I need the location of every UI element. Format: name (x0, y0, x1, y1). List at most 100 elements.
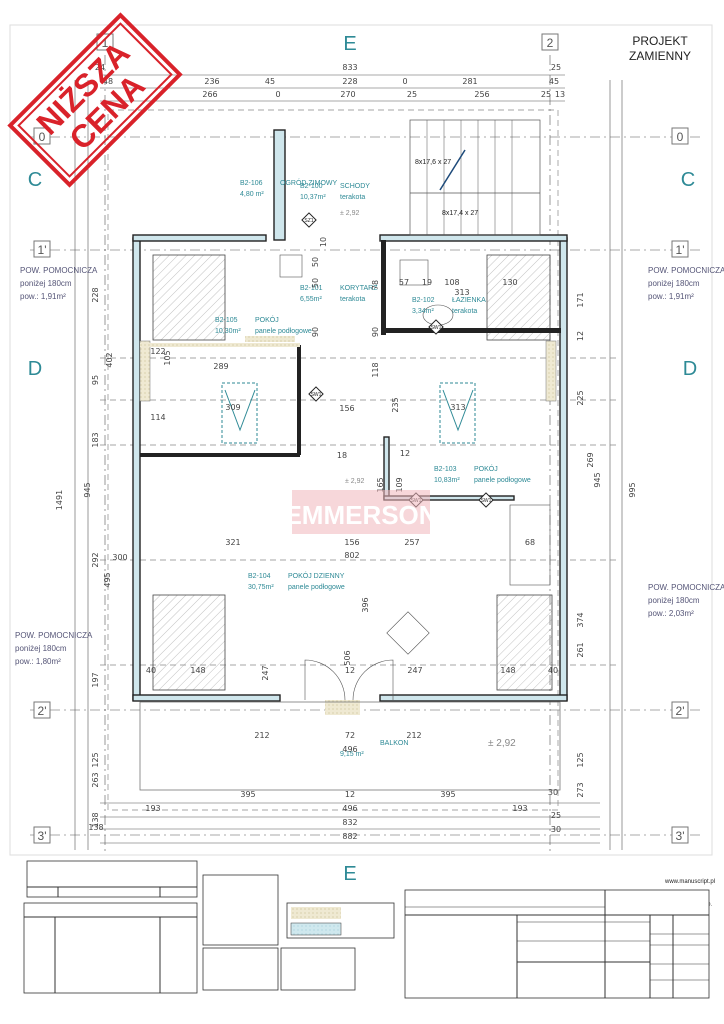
room-name: POKÓJ DZIENNY (288, 571, 345, 580)
dimension-label: 496 (342, 745, 357, 754)
axis-marker-label: 2' (38, 704, 47, 718)
dimension-label: 193 (145, 804, 160, 813)
room-finish: panele podłogowe (255, 328, 312, 335)
dimension-label: 261 (576, 642, 585, 657)
dimension-label: 156 (344, 538, 359, 547)
project-type-label: PROJEKT (632, 34, 688, 48)
dimension-label: 78 (371, 280, 380, 290)
room-area: 10,30m² (215, 328, 241, 335)
wall-type-tag (478, 492, 494, 508)
room-finish: terakota (340, 194, 365, 201)
room-name: BALKON (380, 740, 408, 747)
section-marker: E (343, 33, 356, 55)
dimension-label: 802 (344, 551, 359, 560)
wall-type-tag (301, 212, 317, 228)
dimension-label: 10 (319, 237, 328, 247)
room-id: B2-100 (300, 183, 323, 190)
dimension-label: 228 (91, 287, 100, 302)
room-name: POKÓJ (474, 464, 498, 473)
sw1-spec-box (202, 947, 279, 991)
dimension-label: 506 (343, 650, 352, 665)
dimension-label: 495 (103, 572, 112, 587)
stairs (409, 119, 541, 236)
room-id: B2-101 (300, 285, 323, 292)
dimension-label: 402 (105, 352, 114, 367)
dimension-label: 1491 (55, 490, 64, 510)
aux-area-label: pow.: 1,80m² (15, 657, 61, 666)
wall-type-tag-label: SW1 (311, 392, 322, 398)
dimension-label: 313 (450, 403, 465, 412)
dimension-label: 281 (462, 77, 477, 86)
axis-marker-label: 2' (676, 704, 685, 718)
dimension-label: 256 (474, 90, 489, 99)
dimension-label: 118 (371, 362, 380, 377)
addition-swatch (290, 922, 342, 936)
axis-marker-label: 1' (676, 243, 685, 257)
dimension-label: 24 (95, 63, 105, 72)
dimension-label: 270 (340, 90, 355, 99)
dimension-label: 197 (91, 672, 100, 687)
dimension-label: 496 (342, 804, 357, 813)
dimension-label: 125 (91, 752, 100, 767)
dimension-label: 292 (91, 552, 100, 567)
walls (132, 129, 568, 715)
aux-area-label: poniżej 180cm (15, 644, 67, 653)
wall-type-tag (428, 319, 444, 335)
axis-marker-label: 3' (676, 829, 685, 843)
aux-area-label: POW. POMOCNICZA (15, 631, 93, 640)
dimension-label: 138 (88, 823, 103, 832)
dimension-label: 235 (391, 397, 400, 412)
dimension-label: 18 (337, 451, 347, 460)
room-id: B2-104 (248, 573, 271, 580)
dimension-label: 25 (541, 90, 551, 99)
wall-type-tag-label: SZ1 (304, 218, 313, 224)
dimension-label: 12 (345, 666, 355, 675)
dimension-label: 236 (204, 77, 219, 86)
dimension-label: 193 (512, 804, 527, 813)
dimension-label: 247 (261, 665, 270, 680)
dimension-label: 212 (406, 731, 421, 740)
aux-area-label: poniżej 180cm (648, 279, 700, 288)
room-finish: panele podłogowe (288, 584, 345, 591)
room-area: 10,83m² (434, 477, 460, 484)
wall-type-tag-label: SW1 (431, 325, 442, 331)
dimension-label: 995 (628, 482, 637, 497)
room-area: 30,75m² (248, 584, 274, 591)
dimension-label: 138 (91, 812, 100, 827)
axis-marker-label: 2 (547, 36, 554, 50)
auxiliary-areas (152, 254, 553, 691)
aux-area-label: poniżej 180cm (648, 596, 700, 605)
dimension-label: 165 (376, 477, 385, 492)
section-marker: D (28, 358, 42, 380)
sw2-spec-box (280, 947, 356, 991)
room-name: POKÓJ (255, 315, 279, 324)
dimension-label: 125 (576, 752, 585, 767)
dimension-label: 247 (407, 666, 422, 675)
grid-lines (30, 55, 700, 855)
dimension-label: 108 (444, 278, 459, 287)
dimension-label: 50 (311, 278, 320, 288)
fixtures (279, 254, 551, 701)
dimension-label: 50 (311, 257, 320, 267)
dimension-label: 48 (103, 77, 113, 86)
dimension-label: 12 (400, 449, 410, 458)
level-mark: ± 2,92 (340, 210, 360, 217)
svg-text:EMMERSON: EMMERSON (284, 500, 437, 530)
axis-marker-box (541, 33, 559, 51)
dimension-label: 57 (399, 278, 409, 287)
section-marker: C (681, 169, 695, 191)
room-finish: terakota (340, 296, 365, 303)
dimension-label: 300 (112, 553, 127, 562)
dimension-label: 212 (254, 731, 269, 740)
dimension-label: 72 (345, 731, 355, 740)
room-id: B2-103 (434, 466, 457, 473)
dimension-label: 114 (150, 413, 165, 422)
axis-marker-box (671, 826, 689, 844)
dimension-label: 882 (342, 832, 357, 841)
dimension-label: 90 (371, 327, 380, 337)
dimension-label: 395 (240, 790, 255, 799)
dimension-label: 156 (339, 404, 354, 413)
room-name: KORYTARZ (340, 285, 378, 292)
room-finish: terakota (452, 308, 477, 315)
